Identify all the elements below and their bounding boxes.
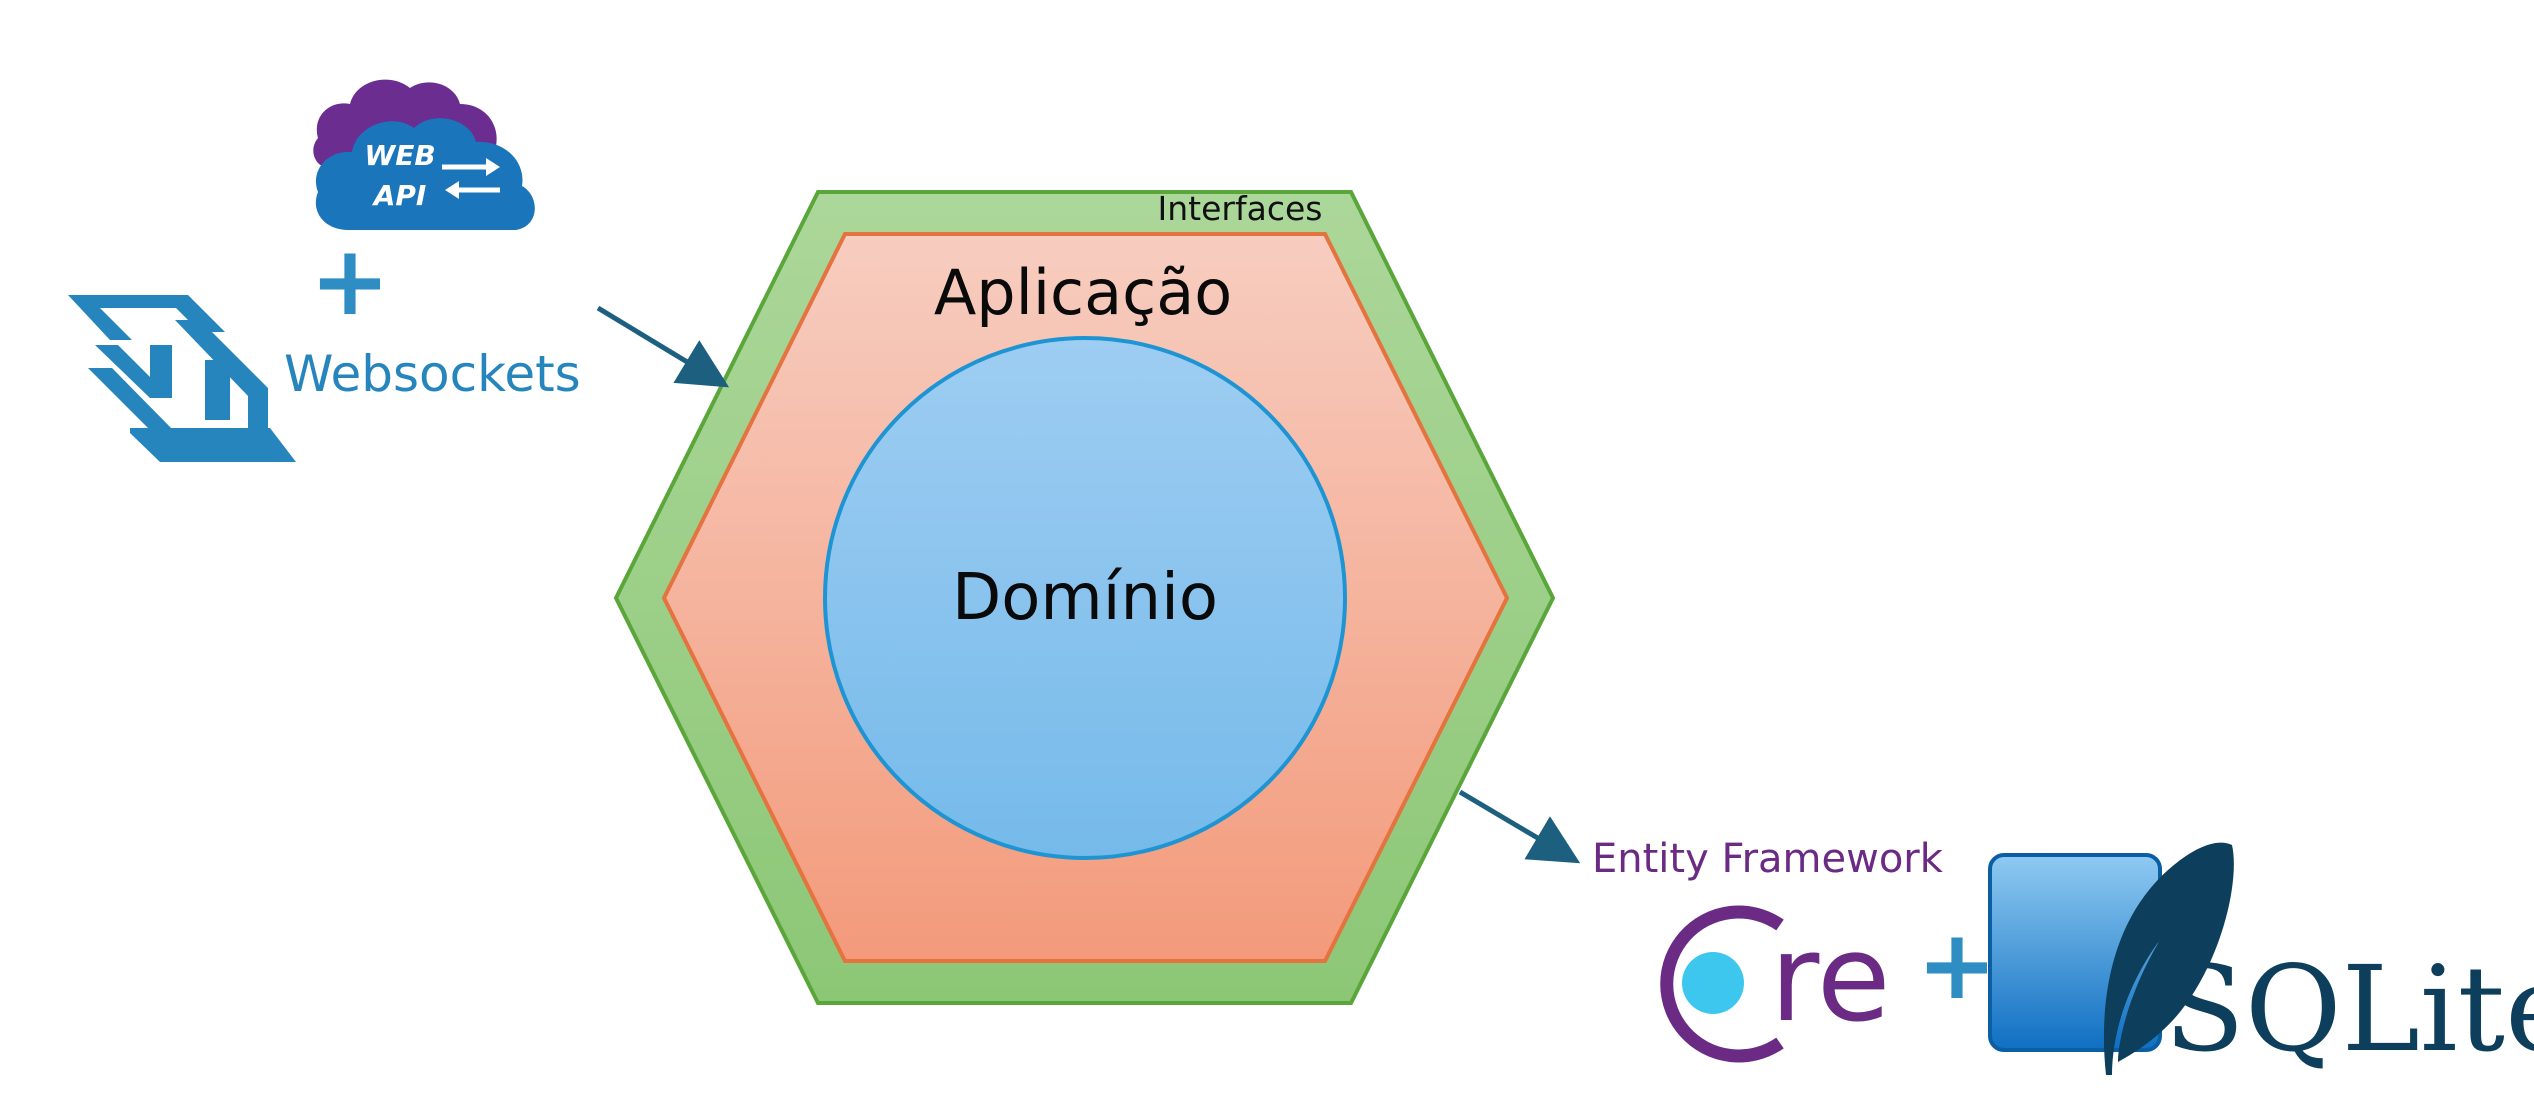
websockets-logo: Websockets xyxy=(68,295,581,462)
core-text: re xyxy=(1770,910,1891,1049)
entity-framework-logo: Entity Framework re xyxy=(1592,836,1944,1063)
exchange-arrows-icon xyxy=(442,158,500,199)
webapi-line1: WEB xyxy=(364,139,435,172)
input-plus: + xyxy=(310,225,390,337)
core-dot-icon xyxy=(1682,952,1744,1014)
domain-core xyxy=(823,336,1347,860)
domain-label: Domínio xyxy=(952,561,1218,635)
websockets-label: Websockets xyxy=(284,345,581,403)
entity-framework-label: Entity Framework xyxy=(1592,836,1944,882)
application-label: Aplicação xyxy=(934,256,1232,329)
output-plus: + xyxy=(1917,909,1997,1021)
sqlite-label: SQLite xyxy=(2164,940,2534,1078)
input-arrow xyxy=(596,305,730,388)
output-arrow xyxy=(1458,789,1581,864)
webapi-logo: WEB API xyxy=(313,79,535,230)
websocket-icon xyxy=(68,295,296,462)
interfaces-label: Interfaces xyxy=(1158,189,1323,228)
core-c-ring xyxy=(1660,905,1784,1063)
cloud-icon xyxy=(313,79,535,230)
webapi-line2: API xyxy=(372,179,427,212)
feather-icon xyxy=(2103,842,2234,1075)
sqlite-logo: SQLite xyxy=(1988,842,2534,1078)
